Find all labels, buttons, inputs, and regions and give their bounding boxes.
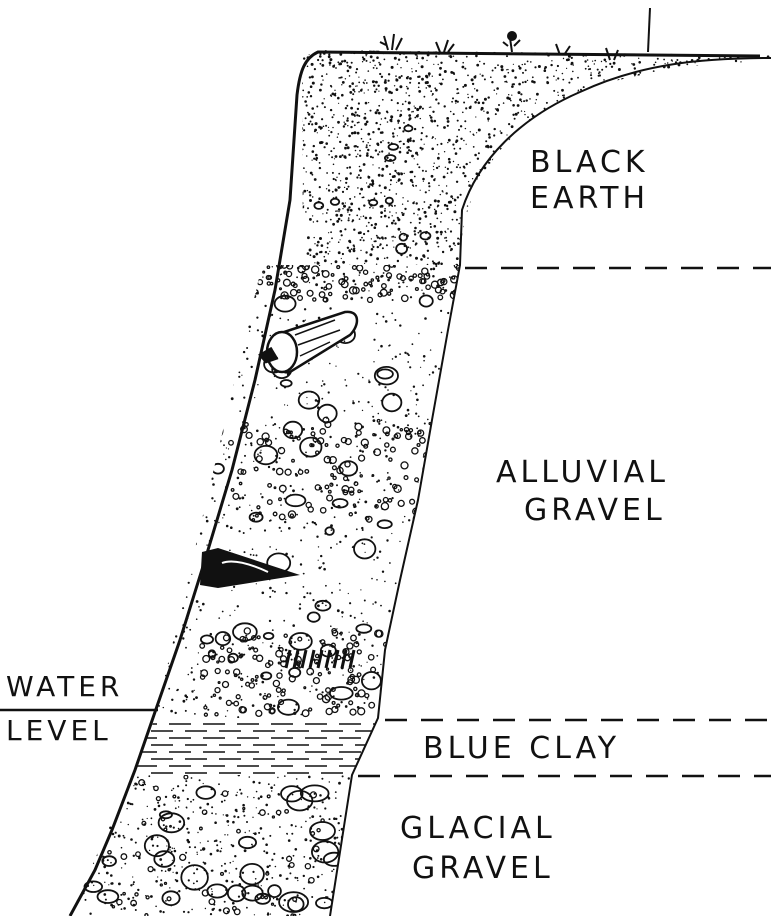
- label-line: WATER: [6, 673, 123, 701]
- label-line: GRAVEL: [400, 854, 556, 884]
- label-line: BLACK: [530, 148, 649, 178]
- label-line: EARTH: [530, 184, 649, 214]
- label-line: ALLUVIAL: [496, 458, 669, 488]
- black-earth-label: BLACK EARTH: [530, 148, 649, 214]
- blue-clay-hatching: [135, 724, 411, 773]
- water-level-label: WATER LEVEL: [6, 673, 123, 745]
- label-line: LEVEL: [6, 717, 123, 745]
- blue-clay-label: BLUE CLAY: [423, 734, 620, 764]
- glacial-gravel-label: GLACIAL GRAVEL: [400, 814, 556, 884]
- glacial-gravel-texture: [70, 774, 356, 916]
- alluvial-gravel-label: ALLUVIAL GRAVEL: [496, 458, 669, 526]
- label-line: GLACIAL: [400, 814, 556, 844]
- label-line: GRAVEL: [496, 496, 669, 526]
